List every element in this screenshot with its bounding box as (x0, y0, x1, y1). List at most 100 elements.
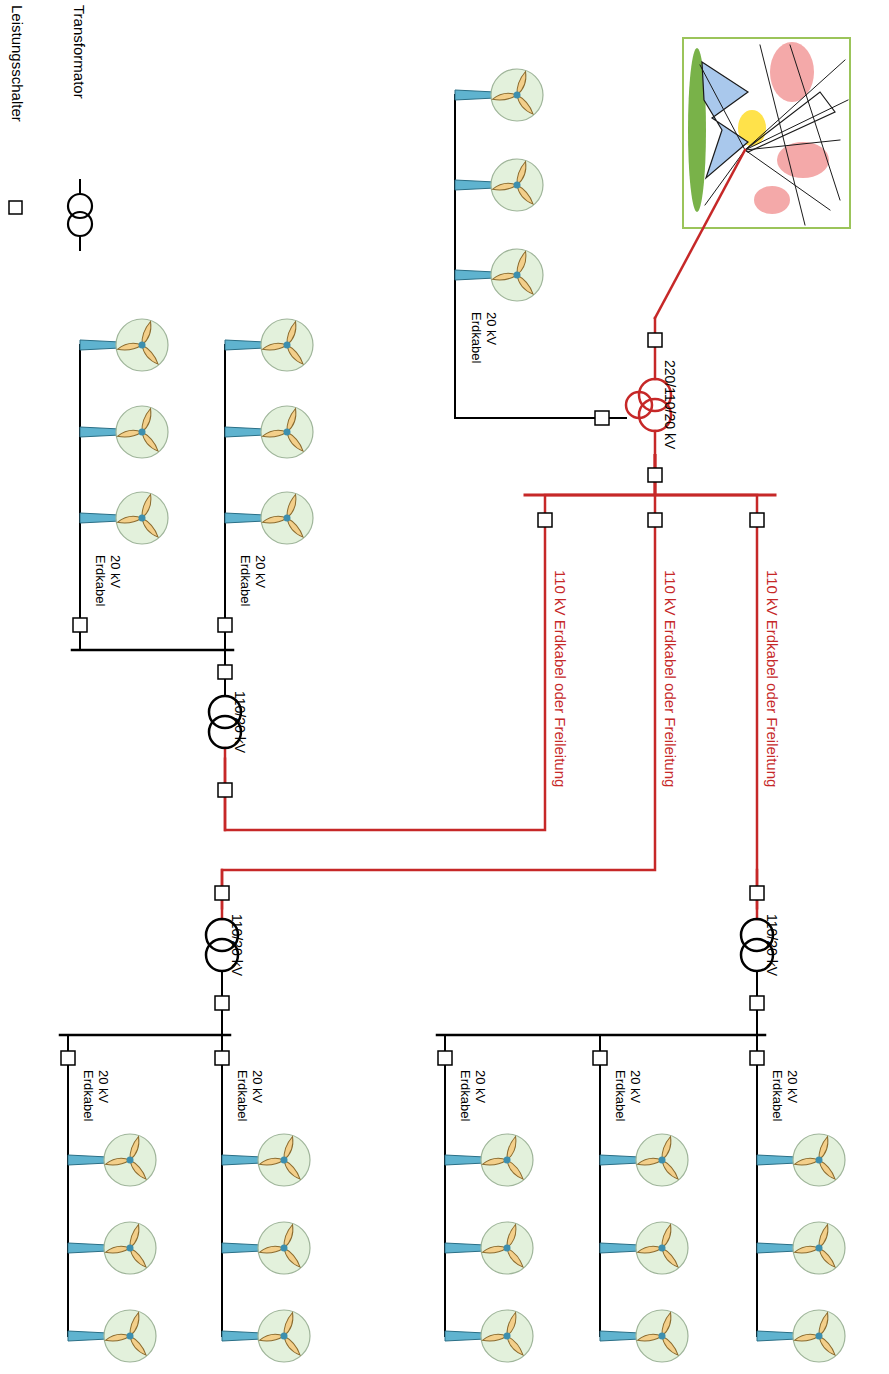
rotor-hub (127, 1333, 134, 1340)
cloud (754, 186, 790, 214)
rotor-blade (262, 342, 288, 352)
rotor-disc (491, 69, 543, 121)
grid-picture-frame (683, 38, 850, 228)
busbar (72, 649, 233, 652)
circuit-breaker (215, 996, 229, 1010)
rotor-blade (637, 1245, 663, 1255)
rotor-disc (793, 1310, 845, 1362)
rotor-blade (117, 515, 143, 525)
overhead-wire (745, 140, 840, 150)
rotor-disc (261, 406, 313, 458)
rotor-hub (139, 342, 146, 349)
voltage-label: 110/20 kV (232, 691, 248, 753)
rotor-blade (259, 1333, 285, 1343)
circuit-breaker (73, 618, 87, 632)
rotor-disc (104, 1222, 156, 1274)
circuit-breaker (750, 886, 764, 900)
rotor-blade (637, 1333, 663, 1343)
feeder-cable (224, 345, 226, 650)
rotor-blade (105, 1245, 131, 1255)
circuit-breaker (648, 333, 662, 347)
rotor-blade (105, 1333, 131, 1343)
rotor-hub (281, 1157, 288, 1164)
wind-turbine (225, 406, 313, 458)
cable-label: 20 kV Erdkabel (237, 555, 267, 619)
wind-turbine (80, 406, 168, 458)
circuit-breaker (750, 996, 764, 1010)
rotor-disc (636, 1134, 688, 1186)
rotor-hub (504, 1245, 511, 1252)
wind-turbine (80, 492, 168, 544)
wind-turbine (455, 249, 543, 301)
legend-text: Leistungsschalter (9, 5, 26, 122)
transformer-node: 110/20 kV (207, 687, 252, 758)
rotor-hub (816, 1245, 823, 1252)
voltage-label: 110/20 kV (764, 914, 780, 976)
cable-label: 20 kV Erdkabel (769, 1070, 799, 1134)
line-label-holder: 110 kV Erdkabel oder Freileitung (551, 570, 569, 788)
rotor-disc (104, 1134, 156, 1186)
wind-turbine (222, 1222, 310, 1274)
rotor-hub (281, 1245, 288, 1252)
rotor-disc (258, 1134, 310, 1186)
wind-turbine (68, 1310, 156, 1362)
rotor-blade (482, 1333, 508, 1343)
rotor-blade (794, 1333, 820, 1343)
wind-turbine (222, 1310, 310, 1362)
circuit-breaker (438, 1051, 452, 1065)
grid-line (655, 150, 745, 318)
rotor-hub (816, 1333, 823, 1340)
rotor-hub (127, 1245, 134, 1252)
wind-turbine (445, 1222, 533, 1274)
rotor-blade (794, 1157, 820, 1167)
cable-label-holder: 20 kV Erdkabel (92, 555, 122, 619)
overhead-wire (700, 65, 745, 150)
rotor-disc (491, 159, 543, 211)
legend-breaker-symbol (9, 201, 22, 214)
rotor-hub (659, 1333, 666, 1340)
pylon-body (702, 62, 748, 178)
cable-label-holder: 20 kV Erdkabel (468, 312, 498, 376)
wind-turbine (600, 1134, 688, 1186)
rotor-disc (491, 249, 543, 301)
cable-label: 20 kV Erdkabel (92, 555, 122, 619)
rotor-blade (262, 515, 288, 525)
wind-turbine (80, 319, 168, 371)
cable-label: 20 kV Erdkabel (234, 1070, 264, 1134)
cable-label: 20 kV Erdkabel (612, 1070, 642, 1134)
wind-turbine (225, 319, 313, 371)
rotor-disc (116, 492, 168, 544)
circuit-breaker (538, 513, 552, 527)
rotor-blade (482, 1157, 508, 1167)
transformer-node: 110/20 kV (204, 910, 249, 981)
rotor-disc (104, 1310, 156, 1362)
line-label: 110 kV Erdkabel oder Freileitung (552, 570, 569, 787)
overhead-wire (705, 150, 745, 205)
rotor-blade (262, 429, 288, 439)
circuit-breaker (218, 665, 232, 679)
cloud (777, 142, 829, 178)
rotor-hub (127, 1157, 134, 1164)
circuit-breaker (218, 618, 232, 632)
rotor-hub (504, 1333, 511, 1340)
rotor-blade (117, 342, 143, 352)
legend-wire (79, 236, 81, 250)
rotor-blade (259, 1157, 285, 1167)
wind-turbine (757, 1222, 845, 1274)
circuit-breaker (218, 783, 232, 797)
wind-turbine (222, 1134, 310, 1186)
circuit-breaker (750, 1051, 764, 1065)
rotor-hub (514, 272, 521, 279)
legend-transformer-symbol (68, 212, 92, 236)
wind-turbine (225, 492, 313, 544)
rotor-disc (481, 1310, 533, 1362)
overhead-wire (745, 150, 830, 210)
rotor-hub (816, 1157, 823, 1164)
rotor-disc (636, 1310, 688, 1362)
feeder-cable (221, 1035, 223, 1336)
circuit-breaker (215, 886, 229, 900)
